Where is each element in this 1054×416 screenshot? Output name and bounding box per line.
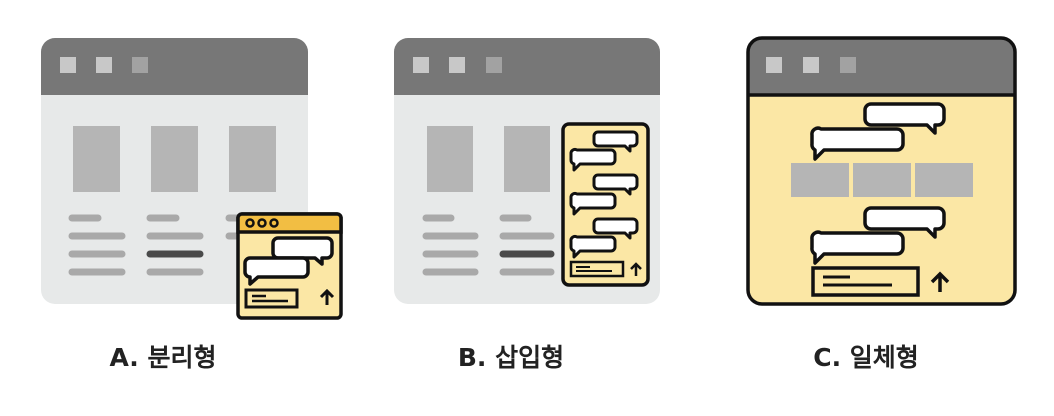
placeholder-block (791, 163, 849, 197)
placeholder-block (229, 126, 276, 192)
window-dot (766, 57, 782, 73)
window-dot (840, 57, 856, 73)
caption-integrated: C. 일체형 (813, 343, 919, 372)
send-arrow-icon (930, 271, 950, 292)
send-arrow-icon (319, 288, 335, 305)
chat-bubble-icon (810, 102, 946, 265)
window-b (394, 38, 660, 304)
window-dot (486, 57, 502, 73)
window-dot (60, 57, 76, 73)
window-c (746, 36, 1017, 306)
placeholder-block (504, 126, 550, 192)
placeholder-block (427, 126, 473, 192)
text-lines (422, 214, 555, 276)
chat-panel-embedded (561, 122, 650, 287)
caption-separated: A. 분리형 (109, 343, 217, 372)
chat-bubble-icon (243, 236, 334, 286)
window-c-titlebar (748, 38, 1015, 95)
window-dot (803, 57, 819, 73)
window-a-titlebar (41, 38, 308, 95)
window-a (41, 38, 343, 320)
window-dot (132, 57, 148, 73)
chat-window-floating (236, 212, 343, 320)
send-arrow-icon (630, 262, 642, 276)
window-dot (449, 57, 465, 73)
placeholder-block (915, 163, 973, 197)
chat-bubble-icon (569, 130, 639, 259)
caption-embedded: B. 삽입형 (457, 343, 565, 372)
placeholder-block (73, 126, 120, 192)
window-dot (413, 57, 429, 73)
placeholder-block (151, 126, 198, 192)
window-dots-icon (245, 218, 255, 228)
window-b-titlebar (394, 38, 660, 95)
window-dot (96, 57, 112, 73)
placeholder-block (853, 163, 911, 197)
